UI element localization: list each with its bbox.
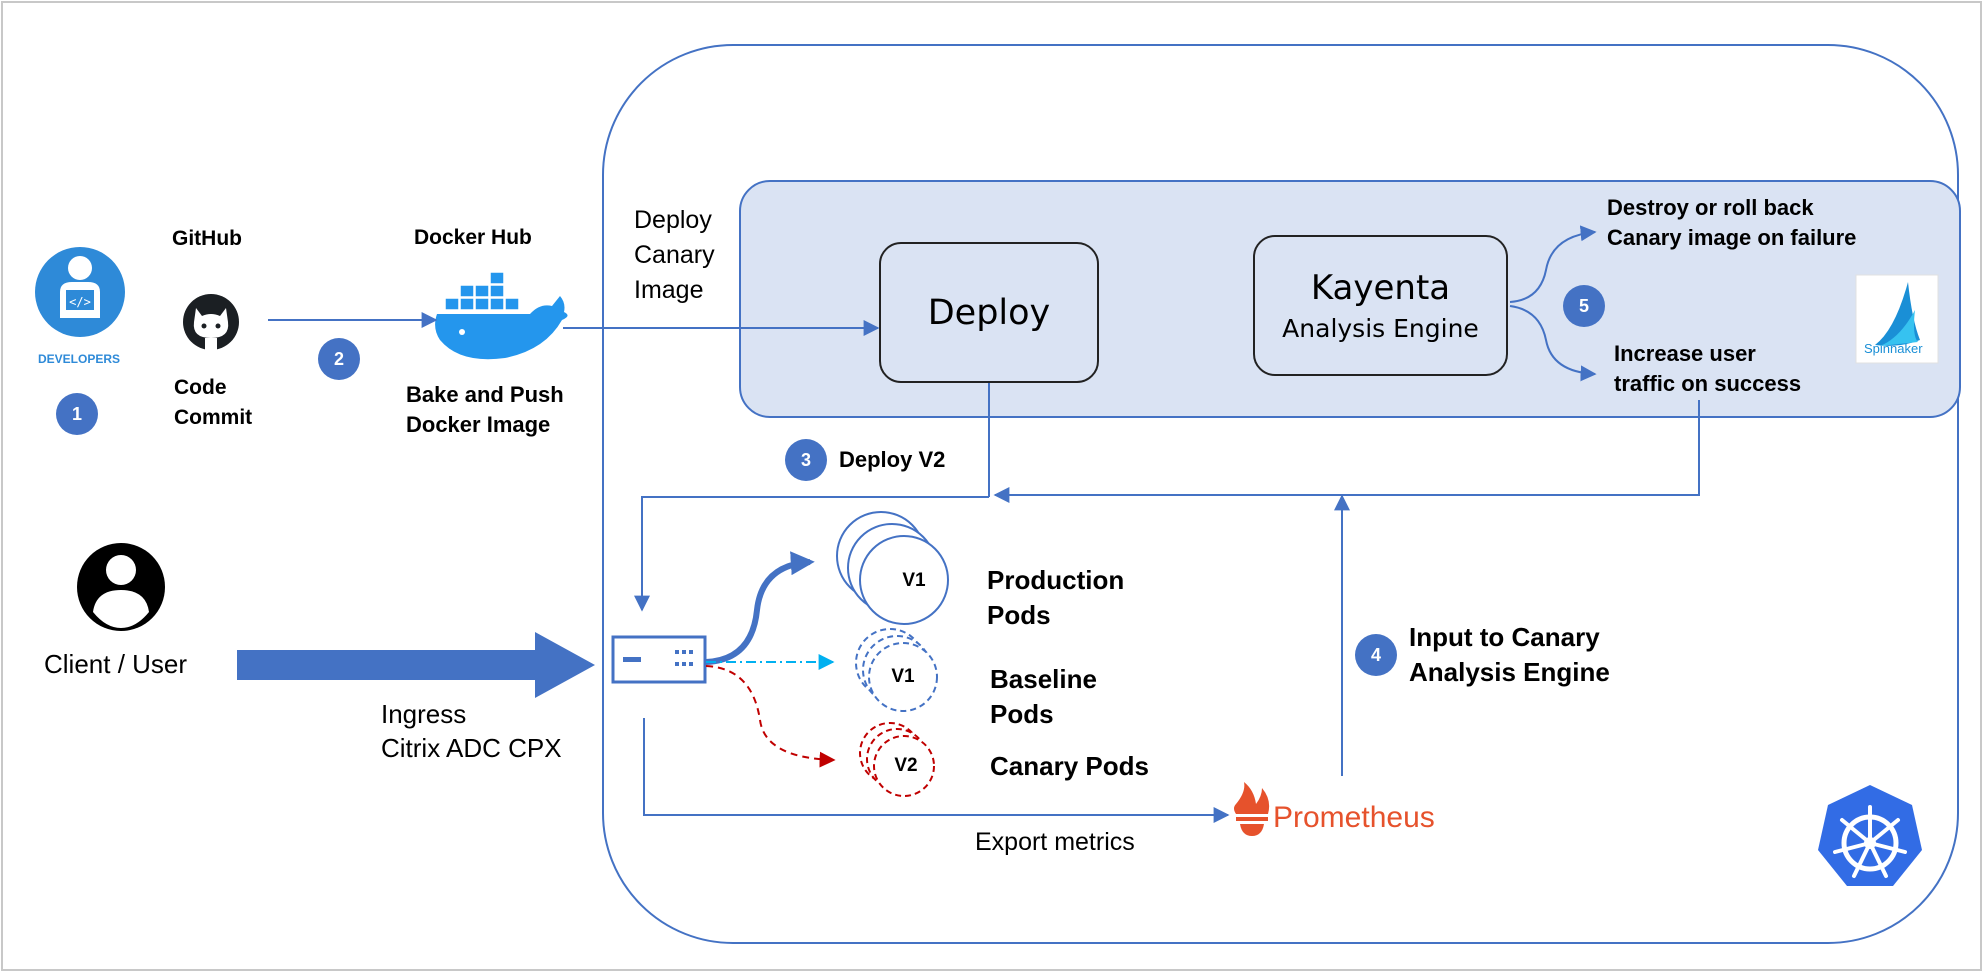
kubernetes-logo — [1818, 785, 1922, 886]
arrow-kayenta-to-failure — [1509, 225, 1597, 303]
line-success-to-loop — [993, 400, 1700, 503]
step-5-badge: 5 — [1563, 285, 1605, 327]
step-3-badge: 3 — [785, 439, 827, 481]
dockerhub-title: Docker Hub — [414, 226, 532, 249]
production-pod-version: V1 — [902, 570, 926, 591]
canary-pods-label: Canary Pods — [990, 751, 1149, 781]
github-caption: Code Commit — [174, 376, 253, 429]
deploy-v2-label: Deploy V2 — [839, 447, 946, 472]
step-1-badge: 1 — [56, 393, 98, 435]
baseline-pods-circles — [855, 628, 938, 712]
prometheus-icon — [1234, 782, 1270, 836]
ingress-label: Ingress Citrix ADC CPX — [381, 699, 562, 763]
canary-pods-circles — [859, 722, 935, 797]
github-title: GitHub — [172, 227, 242, 250]
kayenta-title: Kayenta — [1310, 268, 1451, 308]
user-icon — [77, 543, 165, 631]
developers-icon: </> — [35, 247, 125, 337]
spinnaker-logo — [1855, 274, 1939, 364]
arrow-ingress-to-production — [705, 551, 815, 665]
production-pods-label: Production Pods — [987, 565, 1125, 630]
dockerhub-caption: Bake and Push Docker Image — [406, 382, 564, 437]
success-outcome-label: Increase user traffic on success — [1614, 341, 1802, 396]
arrow-export-metrics — [643, 718, 1230, 823]
baseline-pod-version: V1 — [891, 666, 915, 687]
arrow-ingress-to-canary — [705, 665, 836, 768]
arrow-deploy-v2-to-ingress — [634, 496, 989, 612]
arrow-client-to-ingress — [237, 632, 595, 698]
step-2-badge: 2 — [318, 338, 360, 380]
spinnaker-logo-text: Spinnaker — [1864, 341, 1923, 356]
arrow-kayenta-to-success — [1509, 305, 1597, 382]
canary-pod-version: V2 — [894, 755, 918, 776]
kayenta-box: Kayenta Analysis Engine — [1253, 235, 1508, 376]
production-pods-circles — [836, 511, 949, 625]
ingress-device-icon — [611, 635, 707, 684]
kayenta-subtitle: Analysis Engine — [1282, 314, 1479, 343]
github-icon — [183, 294, 239, 350]
docker-whale-icon — [435, 271, 568, 360]
deploy-canary-image-label: Deploy Canary Image — [634, 206, 715, 304]
kubernetes-cluster-outline — [602, 44, 1959, 944]
input-canary-label: Input to Canary Analysis Engine — [1409, 622, 1610, 687]
deploy-box: Deploy — [879, 242, 1099, 383]
prometheus-label: Prometheus — [1273, 801, 1435, 834]
developers-label: DEVELOPERS — [38, 352, 121, 366]
baseline-pods-label: Baseline Pods — [990, 664, 1097, 729]
export-metrics-label: Export metrics — [975, 828, 1135, 856]
deploy-box-label: Deploy — [927, 292, 1051, 333]
failure-outcome-label: Destroy or roll back Canary image on fai… — [1607, 195, 1857, 250]
step-4-badge: 4 — [1355, 634, 1397, 676]
svg-text:</>: </> — [69, 295, 91, 309]
client-user-label: Client / User — [44, 649, 188, 679]
